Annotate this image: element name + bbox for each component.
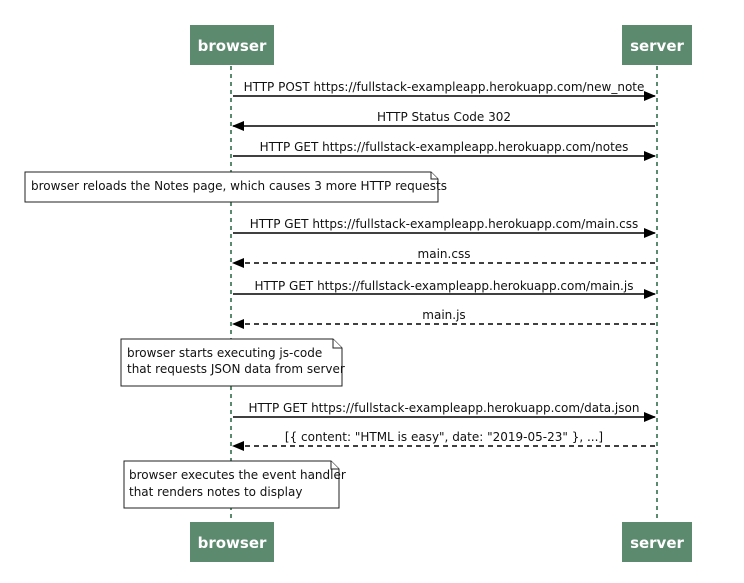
note: browser reloads the Notes page, which ca…	[24, 171, 447, 203]
server-participant-bottom: server	[622, 522, 692, 562]
note: browser starts executing js-code that re…	[120, 338, 345, 387]
browser-label-bottom: browser	[198, 534, 267, 552]
message-label: HTTP GET https://fullstack-exampleapp.he…	[249, 401, 640, 415]
message: [{ content: "HTML is easy", date: "2019-…	[232, 430, 655, 451]
note-line: that requests JSON data from server	[127, 362, 345, 376]
message: main.js	[232, 308, 655, 329]
note-line: that renders notes to display	[129, 485, 302, 499]
message-label: [{ content: "HTML is easy", date: "2019-…	[285, 430, 603, 444]
message-label: HTTP GET https://fullstack-exampleapp.he…	[255, 279, 634, 293]
message-label: main.js	[422, 308, 465, 322]
message-label: HTTP GET https://fullstack-exampleapp.he…	[250, 217, 638, 231]
message-label: main.css	[418, 247, 471, 261]
browser-participant-top: browser	[190, 25, 274, 65]
message: HTTP GET https://fullstack-exampleapp.he…	[233, 140, 656, 161]
message-label: HTTP Status Code 302	[377, 110, 511, 124]
message: HTTP POST https://fullstack-exampleapp.h…	[233, 80, 656, 101]
browser-participant-bottom: browser	[190, 522, 274, 562]
browser-label-top: browser	[198, 37, 267, 55]
message-label: HTTP POST https://fullstack-exampleapp.h…	[244, 80, 645, 94]
message: HTTP GET https://fullstack-exampleapp.he…	[233, 401, 656, 422]
note: browser executes the event handler that …	[123, 460, 346, 509]
note-line: browser reloads the Notes page, which ca…	[31, 179, 447, 193]
note-line: browser executes the event handler	[129, 468, 346, 482]
message-label: HTTP GET https://fullstack-exampleapp.he…	[260, 140, 629, 154]
server-label-top: server	[630, 37, 684, 55]
message: HTTP GET https://fullstack-exampleapp.he…	[233, 279, 656, 299]
message: HTTP GET https://fullstack-exampleapp.he…	[233, 217, 656, 238]
server-label-bottom: server	[630, 534, 684, 552]
message: HTTP Status Code 302	[232, 110, 655, 131]
note-line: browser starts executing js-code	[127, 346, 322, 360]
server-participant-top: server	[622, 25, 692, 65]
message: main.css	[232, 247, 655, 268]
